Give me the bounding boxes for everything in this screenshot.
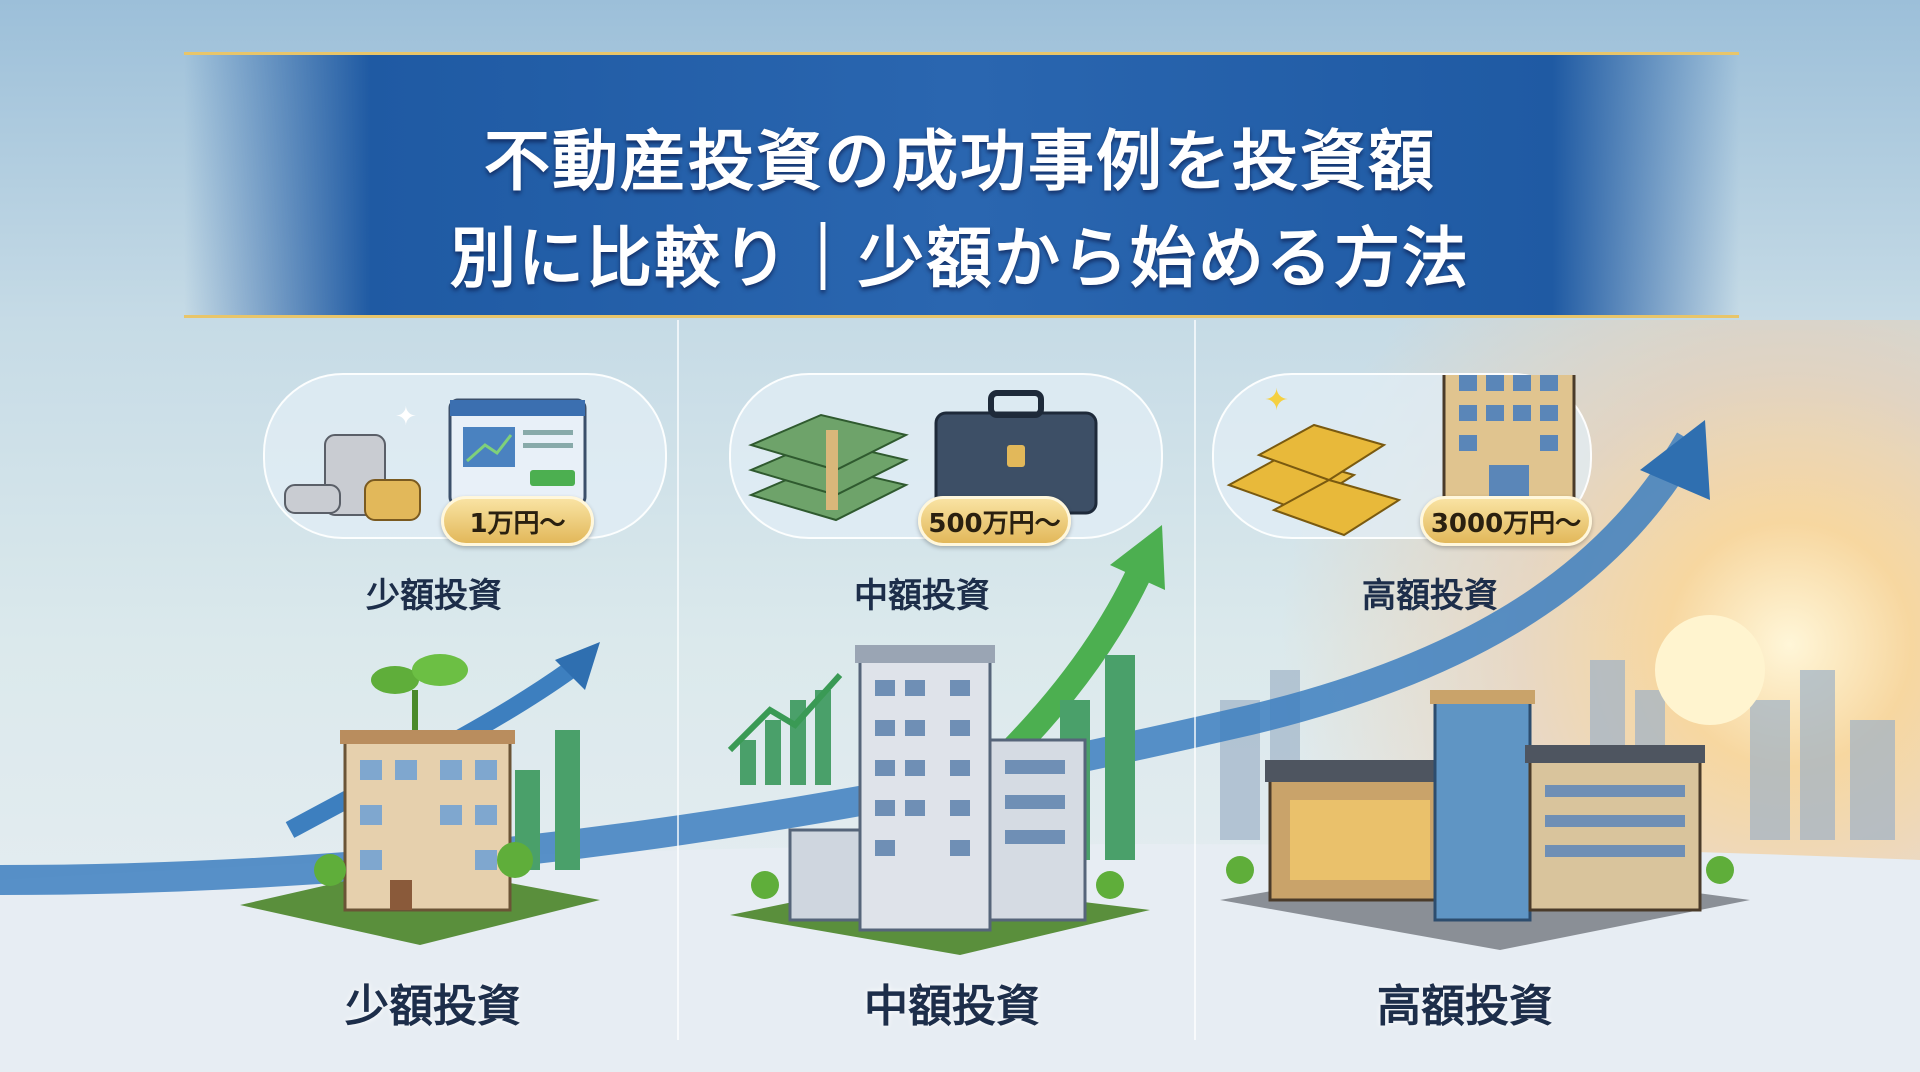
coins-icon: ✦ <box>284 398 587 521</box>
growth-arrow-head <box>1640 420 1710 500</box>
tier-label: 高額投資 <box>1362 576 1498 616</box>
panel-divider <box>677 320 679 1040</box>
small-apartment <box>240 654 600 945</box>
tier-bottom-label: 中額投資 <box>864 981 1040 1032</box>
mid-apartment <box>730 645 1150 955</box>
title-banner <box>184 52 1739 318</box>
sun <box>1655 615 1765 725</box>
green-arrow-head <box>1110 525 1165 590</box>
title-line-1: 不動産投資の成功事例を投資額 <box>484 123 1436 200</box>
tier-label: 中額投資 <box>854 576 990 616</box>
panel-divider <box>1194 320 1196 1040</box>
cash-stack-icon <box>748 390 1098 522</box>
svg-text:✦: ✦ <box>1264 383 1289 418</box>
investment-amount-badge: 1万円〜 <box>441 496 594 546</box>
tier-label: 少額投資 <box>366 576 502 616</box>
svg-text:✦: ✦ <box>395 402 417 432</box>
tier-bottom-label: 高額投資 <box>1377 981 1553 1032</box>
trend-line <box>727 672 843 753</box>
title-line-2: 別に比較り｜少額から始める方法 <box>450 220 1470 297</box>
high-investment-icon-group: ✦ <box>1212 373 1592 539</box>
gold-bars-icon: ✦ <box>1226 375 1576 537</box>
office-complex <box>1220 690 1750 950</box>
investment-amount-badge: 3000万円〜 <box>1420 496 1592 546</box>
small-arrow-head <box>555 642 600 690</box>
tier-bottom-label: 少額投資 <box>345 981 521 1032</box>
investment-amount-badge: 500万円〜 <box>918 496 1071 546</box>
